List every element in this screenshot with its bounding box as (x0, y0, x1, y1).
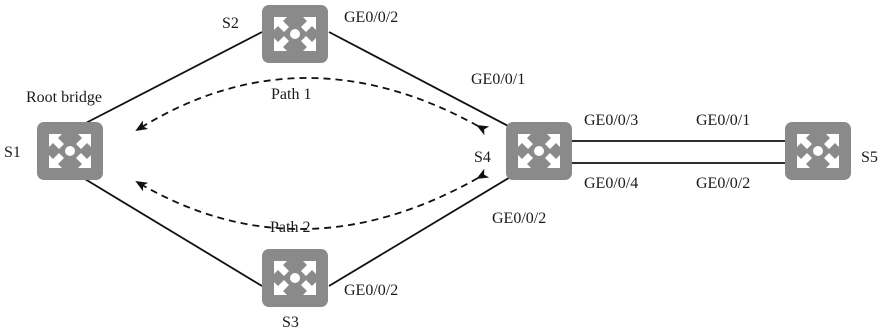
link-s2-s4 (328, 31, 513, 129)
port-s4-ge002: GE0/0/2 (492, 210, 546, 227)
switch-s2-icon (262, 5, 328, 63)
port-s5-ge002: GE0/0/2 (696, 175, 750, 192)
port-s4-ge004: GE0/0/4 (584, 175, 638, 192)
link-s1-s3 (79, 175, 263, 287)
path-2-label: Path 2 (270, 219, 310, 236)
switch-s3-icon (262, 249, 328, 307)
switch-s3-label: S3 (282, 314, 299, 331)
path-1-arc (135, 77, 490, 136)
port-s5-ge001: GE0/0/1 (696, 112, 750, 129)
switch-s2-label: S2 (222, 15, 239, 32)
port-s3-ge002: GE0/0/2 (344, 282, 398, 299)
switch-s4-icon (506, 122, 572, 180)
root-bridge-label: Root bridge (26, 89, 102, 106)
path-2-arc (135, 168, 490, 230)
switch-s5-label: S5 (861, 149, 878, 166)
link-s1-s2 (79, 31, 263, 127)
port-s2-ge002: GE0/0/2 (344, 9, 398, 26)
port-s4-ge003: GE0/0/3 (584, 112, 638, 129)
switch-s4-label: S4 (474, 149, 491, 166)
switch-s5-icon (785, 122, 851, 180)
switch-s1-label: S1 (4, 144, 21, 161)
switch-s1-icon (37, 122, 103, 180)
port-s4-ge001: GE0/0/1 (471, 71, 525, 88)
link-s3-s4 (328, 175, 513, 287)
path-1-label: Path 1 (271, 86, 311, 103)
